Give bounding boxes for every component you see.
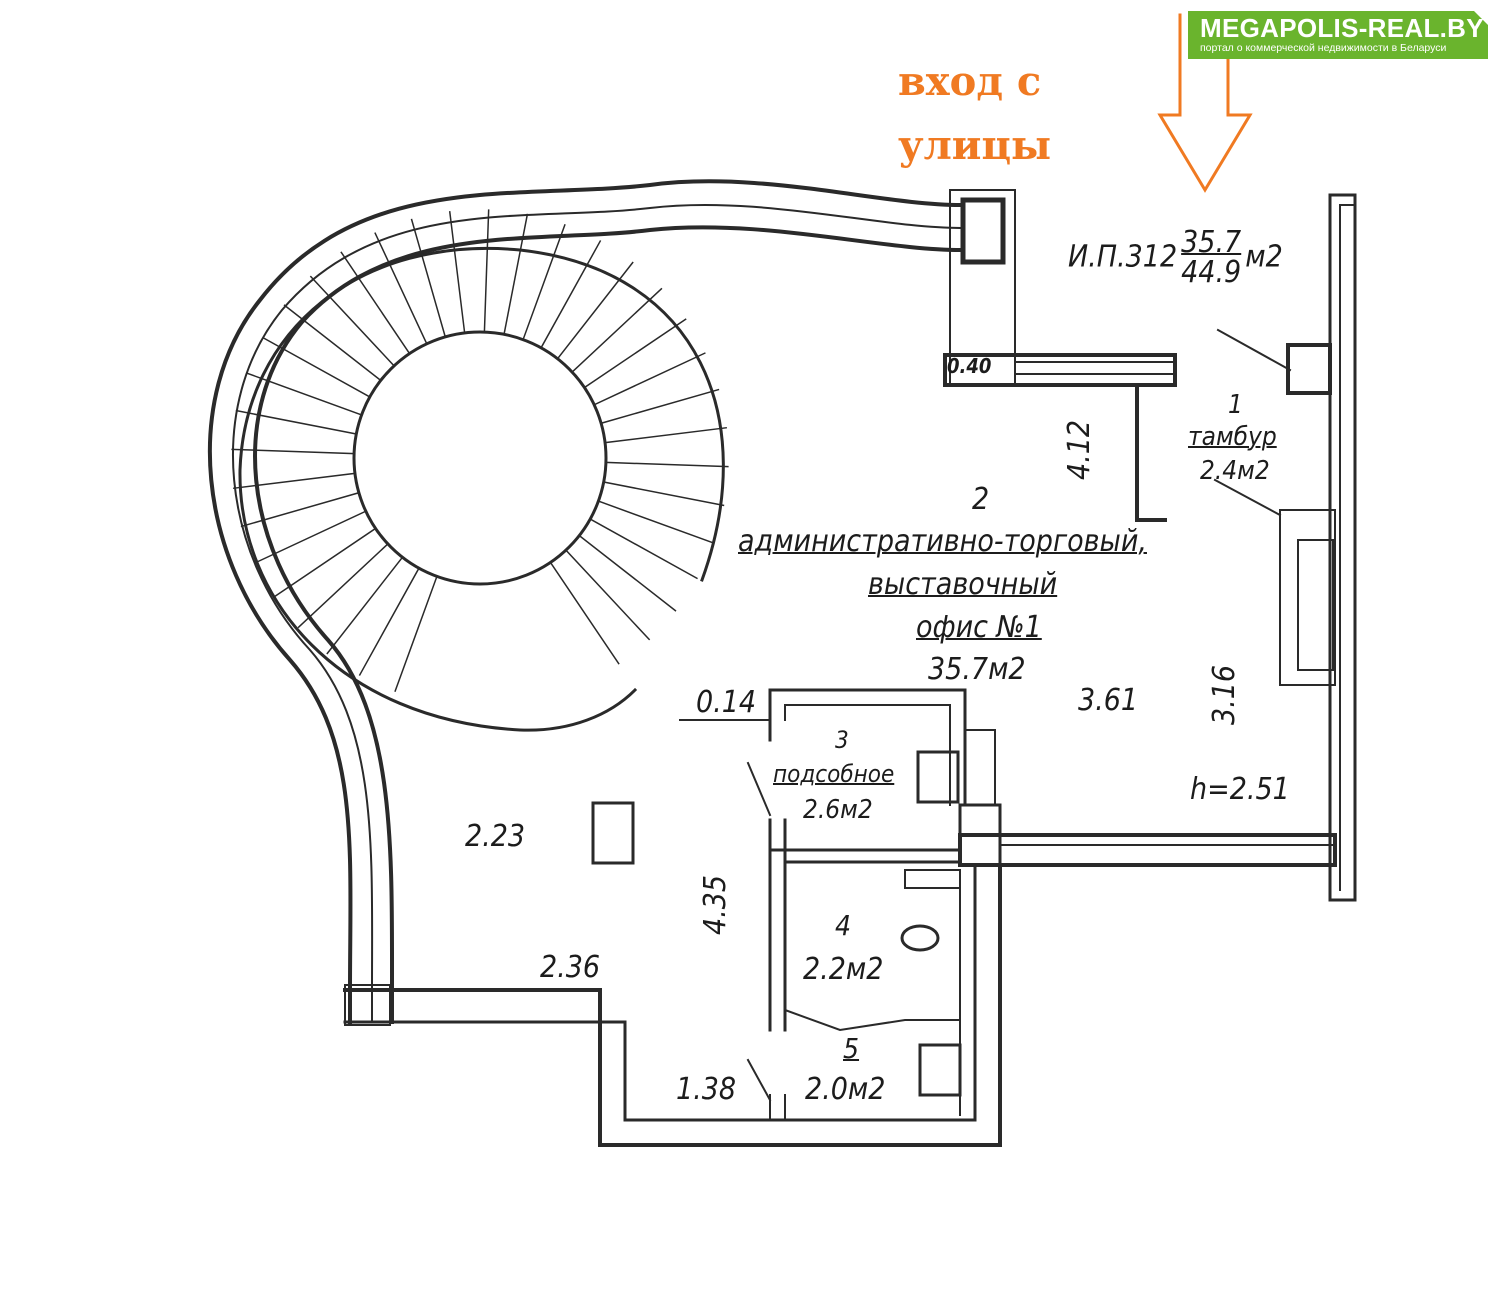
entry-label: вход с улицы bbox=[898, 50, 1051, 178]
curved-outer-wall bbox=[207, 179, 963, 1024]
entry-line-2: улицы bbox=[898, 122, 1052, 169]
stair-tread bbox=[564, 549, 651, 641]
room-3-area: 2.6м2 bbox=[803, 795, 873, 825]
stair-tread bbox=[602, 481, 725, 507]
stair-tread bbox=[503, 213, 529, 336]
stair-tread bbox=[358, 567, 420, 676]
stair-tread bbox=[297, 542, 389, 629]
area-denominator: 44.9 bbox=[1181, 255, 1242, 290]
room-5-area: 2.0м2 bbox=[805, 1072, 886, 1107]
dim-3-16: 3.16 bbox=[1207, 664, 1243, 726]
area-numerator: 35.7 bbox=[1181, 225, 1242, 260]
stair-tread bbox=[483, 209, 490, 333]
stair-tread bbox=[231, 448, 355, 455]
stair-tread bbox=[600, 388, 720, 425]
room-2-name-2: выставочный bbox=[868, 567, 1058, 602]
stair-tread bbox=[597, 500, 715, 544]
stair-tread bbox=[273, 527, 377, 598]
stair-tread bbox=[309, 275, 396, 367]
room-1-number: 1 bbox=[1228, 390, 1243, 420]
stair-tread bbox=[540, 240, 602, 349]
stair-tread bbox=[448, 211, 466, 334]
megapolis-logo[interactable]: MEGAPOLIS-REAL.BY портал о коммерческой … bbox=[1188, 11, 1488, 59]
room-4-number: 4 bbox=[835, 909, 852, 942]
room-1-area: 2.4м2 bbox=[1200, 456, 1270, 486]
stair-tread bbox=[593, 352, 706, 406]
logo-subtitle: портал о коммерческой недвижимости в Бел… bbox=[1200, 42, 1447, 54]
stair-tread bbox=[340, 251, 411, 355]
stair-tread bbox=[522, 223, 566, 341]
stair-tread bbox=[589, 518, 698, 580]
stair-tread bbox=[254, 510, 367, 564]
stair-tread bbox=[374, 232, 428, 345]
room-2-name: административно-торговый, bbox=[738, 524, 1147, 559]
area-unit: м2 bbox=[1245, 239, 1283, 275]
dim-3-61: 3.61 bbox=[1078, 683, 1139, 718]
stair-tread bbox=[326, 556, 404, 655]
dim-0-14: 0.14 bbox=[696, 685, 757, 720]
stair-tread bbox=[233, 472, 356, 490]
stair-tread bbox=[556, 261, 634, 360]
bottom-wall bbox=[343, 863, 1002, 1147]
room-5-number: 5 bbox=[843, 1032, 860, 1065]
dim-4-12: 4.12 bbox=[1062, 419, 1098, 481]
stair-tread bbox=[604, 426, 727, 444]
room-3-name: подсобное bbox=[773, 760, 895, 788]
stair-tread bbox=[549, 561, 620, 665]
stair-tread bbox=[283, 304, 382, 382]
dim-0-40: 0.40 bbox=[947, 354, 992, 378]
room-2-name-3: офис №1 bbox=[916, 610, 1042, 645]
stair-tread bbox=[605, 461, 729, 468]
stair-tread bbox=[583, 318, 687, 389]
stair-tread bbox=[245, 372, 363, 416]
right-wall bbox=[1328, 193, 1357, 902]
stair-tread bbox=[394, 575, 438, 693]
entry-line-1: вход с bbox=[898, 58, 1042, 105]
stair-tread bbox=[571, 287, 663, 374]
dim-1-38: 1.38 bbox=[676, 1072, 737, 1107]
dim-2-36: 2.36 bbox=[540, 950, 601, 985]
dim-2-23: 2.23 bbox=[465, 819, 526, 854]
ceiling-height: h=2.51 bbox=[1190, 772, 1290, 807]
dim-4-35: 4.35 bbox=[698, 874, 734, 936]
entry-arrow bbox=[1157, 13, 1253, 193]
plan-id-label: И.П.312 bbox=[1068, 239, 1178, 275]
room-2-number: 2 bbox=[972, 482, 990, 517]
stair-tread bbox=[240, 491, 360, 528]
logo-corner bbox=[1474, 11, 1488, 25]
stair-tread bbox=[578, 534, 677, 612]
spiral-staircase bbox=[231, 209, 729, 732]
room-2-area: 35.7м2 bbox=[928, 652, 1026, 687]
logo-title: MEGAPOLIS-REAL.BY bbox=[1200, 13, 1484, 43]
stair-tread bbox=[262, 336, 371, 398]
room-4-area: 2.2м2 bbox=[803, 952, 884, 987]
stair-tread bbox=[410, 218, 447, 338]
room-1-name: тамбур bbox=[1188, 422, 1277, 452]
room-3-number: 3 bbox=[835, 726, 849, 754]
stair-tread bbox=[235, 409, 358, 435]
